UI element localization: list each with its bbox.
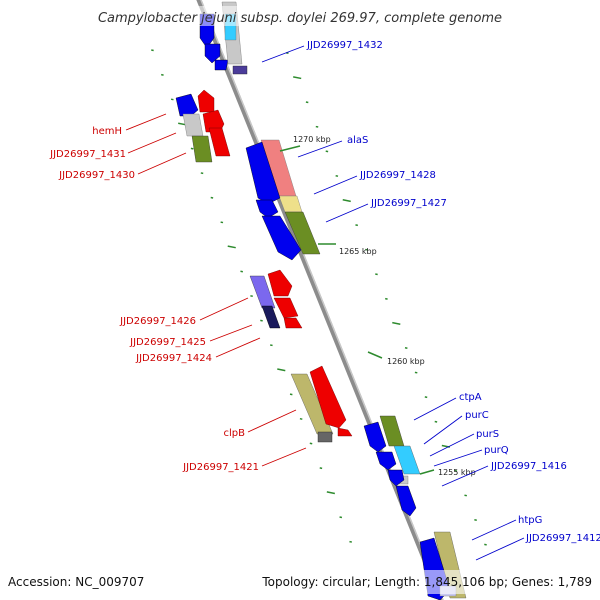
leader-line: [137, 152, 187, 175]
gene-arrow[interactable]: [208, 127, 231, 157]
gene-label-ctpA[interactable]: ctpA: [459, 392, 482, 403]
forward-gene-labels: JJD26997_1432 alaS JJD26997_1428 JJD2699…: [306, 40, 600, 544]
gene-label-jjd26997-1425[interactable]: JJD26997_1425: [129, 337, 206, 348]
gene-label-jjd26997-1416[interactable]: JJD26997_1416: [490, 461, 567, 472]
leader-line: [127, 132, 177, 154]
scale-labels: 1270 kbp 1265 kbp 1260 kbp 1255 kbp: [279, 135, 476, 477]
scale-label-1260: 1260 kbp: [387, 357, 425, 366]
gene-arrow[interactable]: [283, 317, 303, 329]
gene-arrow[interactable]: [375, 451, 397, 471]
gene-label-jjd26997-1428[interactable]: JJD26997_1428: [359, 170, 436, 181]
leader-line: [199, 297, 249, 321]
gene-box[interactable]: [284, 211, 321, 255]
gene-label-jjd26997-1424[interactable]: JJD26997_1424: [135, 353, 212, 364]
gene-arrow[interactable]: [309, 365, 347, 429]
leader-line: [209, 324, 253, 342]
gene-label-purQ[interactable]: purQ: [484, 445, 509, 456]
gene-arrow[interactable]: [245, 141, 281, 205]
leader-line: [441, 465, 489, 487]
left-tick-mark: [392, 321, 401, 325]
gene-box[interactable]: [182, 113, 204, 137]
gene-box[interactable]: [261, 305, 281, 329]
gene-label-jjd26997-1430[interactable]: JJD26997_1430: [58, 170, 135, 181]
gene-arrow[interactable]: [363, 421, 387, 453]
gene-arrow[interactable]: [255, 199, 279, 219]
reverse-gene-labels: hemH JJD26997_1431 JJD26997_1430 JJD2699…: [49, 126, 259, 473]
gene-arrow[interactable]: [267, 269, 293, 297]
right-tick-mark: [326, 491, 335, 495]
leader-line: [413, 397, 457, 421]
title-backdrop: [80, 6, 520, 26]
scale-label-1270: 1270 kbp: [293, 135, 331, 144]
gene-label-clpB[interactable]: clpB: [224, 428, 246, 439]
gene-label-jjd26997-1432[interactable]: JJD26997_1432: [306, 40, 383, 51]
leader-line: [261, 45, 305, 63]
leader-line: [215, 337, 261, 358]
right-tick-mark: [277, 368, 286, 372]
gene-arrow[interactable]: [387, 469, 405, 487]
gene-arrow[interactable]: [395, 485, 417, 517]
leader-line: [261, 447, 307, 467]
leader-line: [297, 140, 343, 158]
genome-summary-text: Topology: circular; Length: 1,845,106 bp…: [261, 575, 592, 589]
scale-tick: [367, 351, 383, 359]
leader-line: [325, 203, 369, 223]
gene-box[interactable]: [232, 65, 248, 75]
leader-line: [475, 537, 525, 561]
leader-line: [429, 433, 475, 457]
leader-line: [247, 409, 297, 433]
gene-label-jjd26997-1421[interactable]: JJD26997_1421: [182, 462, 259, 473]
gene-arrow[interactable]: [337, 427, 353, 437]
scale-tick: [279, 145, 301, 152]
gene-label-jjd26997-1427[interactable]: JJD26997_1427: [370, 198, 447, 209]
footer-backdrop: [0, 570, 600, 594]
gene-box[interactable]: [191, 135, 213, 163]
leader-line: [313, 175, 358, 195]
tick-guides: [151, 49, 487, 546]
accession-text: Accession: NC_009707: [8, 575, 144, 589]
gene-arrow[interactable]: [175, 93, 199, 117]
gene-box[interactable]: [317, 431, 333, 443]
gene-arrow[interactable]: [261, 215, 302, 261]
gene-box[interactable]: [290, 373, 334, 435]
gene-arrow[interactable]: [204, 43, 221, 64]
gene-label-jjd26997-1431[interactable]: JJD26997_1431: [49, 149, 126, 160]
scale-label-1265: 1265 kbp: [339, 247, 377, 256]
gene-label-purC[interactable]: purC: [465, 410, 489, 421]
gene-label-alaS[interactable]: alaS: [347, 135, 368, 146]
left-tick-mark: [342, 198, 351, 203]
leader-line: [471, 519, 517, 541]
gene-label-jjd26997-1412[interactable]: JJD26997_1412: [525, 533, 600, 544]
left-tick-mark: [293, 76, 302, 80]
gene-arrow[interactable]: [197, 89, 215, 113]
gene-label-hemH[interactable]: hemH: [92, 126, 122, 137]
label-leaders: [125, 45, 525, 561]
right-tick-mark: [227, 245, 236, 249]
gene-arrow[interactable]: [214, 59, 229, 71]
scale-label-1255: 1255 kbp: [438, 468, 476, 477]
leader-line: [433, 449, 483, 467]
gene-label-htpG[interactable]: htpG: [518, 515, 542, 526]
map-title: Campylobacter jejuni subsp. doylei 269.9…: [98, 11, 502, 26]
gene-box[interactable]: [249, 275, 276, 309]
gene-label-purS[interactable]: purS: [476, 429, 499, 440]
gene-arrow[interactable]: [273, 297, 299, 319]
gene-label-jjd26997-1426[interactable]: JJD26997_1426: [119, 316, 196, 327]
scale-tick: [419, 469, 435, 475]
leader-line: [423, 415, 463, 445]
leader-line: [125, 113, 167, 131]
